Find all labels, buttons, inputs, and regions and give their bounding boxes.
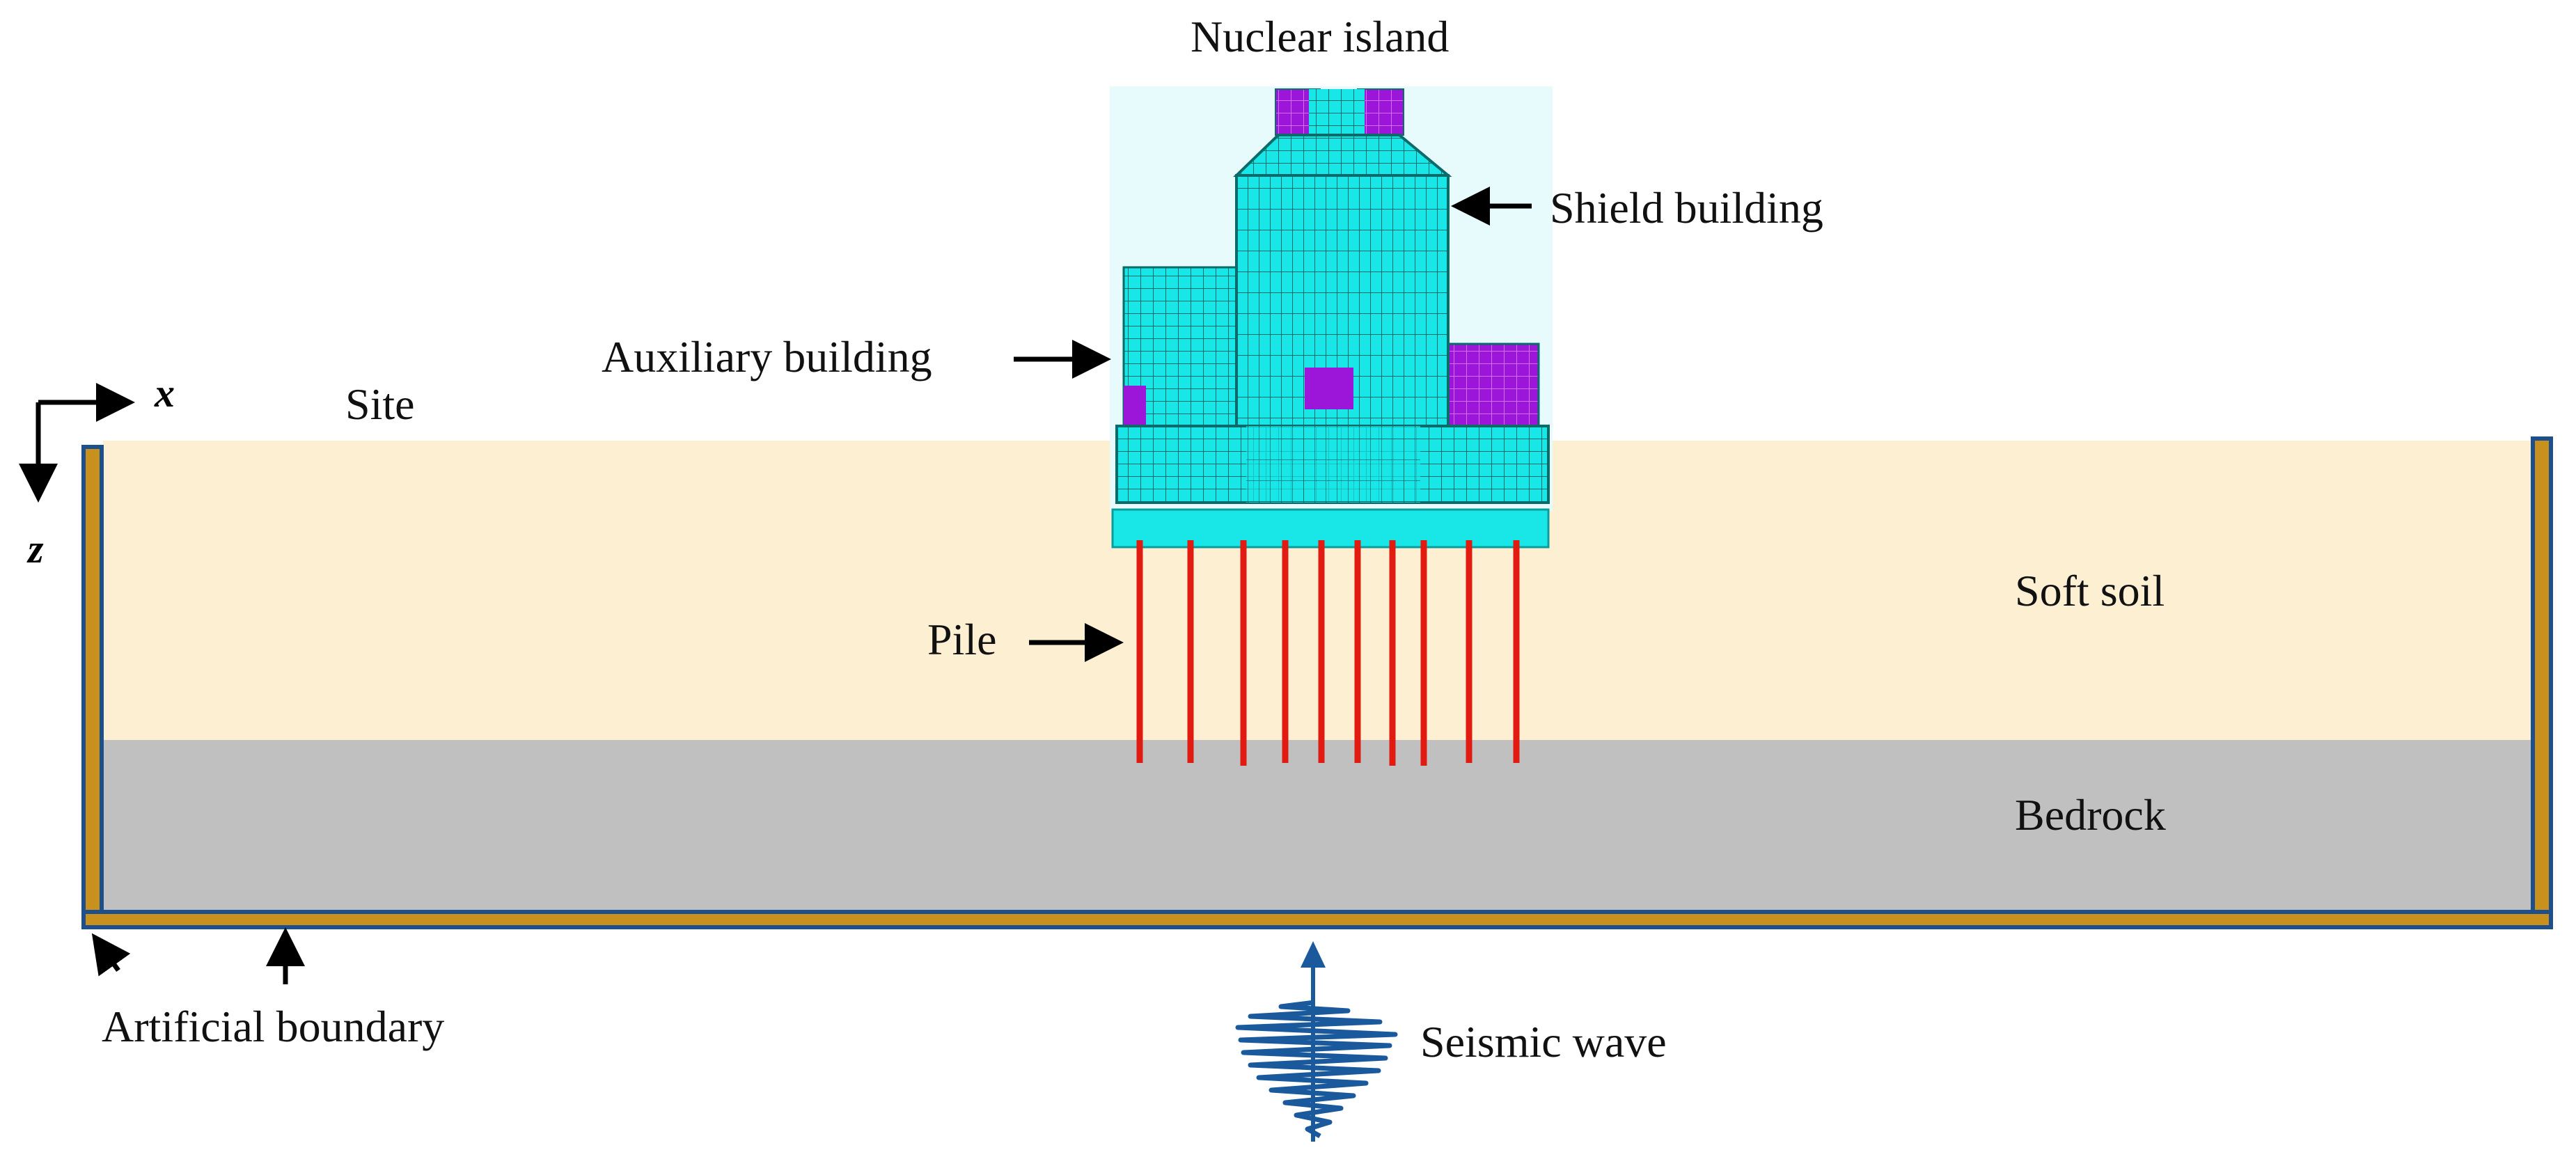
site-label: Site bbox=[345, 379, 415, 429]
seismic-wave-arrowhead bbox=[1301, 941, 1326, 968]
pile-cap bbox=[1111, 508, 1550, 549]
seismic-wave-icon bbox=[1235, 941, 1398, 1142]
x-axis-label: x bbox=[154, 370, 175, 416]
seismic-wave-trace bbox=[1235, 1000, 1398, 1139]
auxiliary-equipment bbox=[1124, 386, 1146, 425]
bedrock-layer bbox=[103, 740, 2533, 914]
bedrock-label: Bedrock bbox=[2015, 790, 2166, 840]
artificial-boundary-bottom bbox=[81, 910, 2553, 929]
containment-equipment bbox=[1305, 368, 1353, 409]
nuclear-island-model bbox=[1110, 86, 1553, 549]
roof-vent-right bbox=[1357, 88, 1404, 136]
nuclear-island-label: Nuclear island bbox=[1191, 12, 1449, 61]
shield-building-label: Shield building bbox=[1550, 183, 1823, 233]
artificial-boundary-label: Artificial boundary bbox=[102, 1002, 444, 1051]
pointer-arrows bbox=[91, 187, 1532, 984]
coordinate-axes: x z bbox=[19, 370, 175, 572]
boundary-corner-arrow bbox=[91, 933, 131, 977]
base-stripes bbox=[1246, 426, 1420, 503]
artificial-boundary-right bbox=[2531, 436, 2553, 929]
artificial-boundary bbox=[81, 436, 2553, 929]
artificial-boundary-left bbox=[81, 445, 104, 929]
seismic-wave-label: Seismic wave bbox=[1420, 1017, 1667, 1066]
soft-soil-label: Soft soil bbox=[2015, 566, 2165, 615]
pile-label: Pile bbox=[927, 615, 997, 664]
piles bbox=[1136, 540, 1520, 766]
z-axis-label: z bbox=[26, 526, 44, 572]
auxiliary-building-label: Auxiliary building bbox=[602, 332, 932, 381]
roof-cap bbox=[1309, 89, 1365, 135]
